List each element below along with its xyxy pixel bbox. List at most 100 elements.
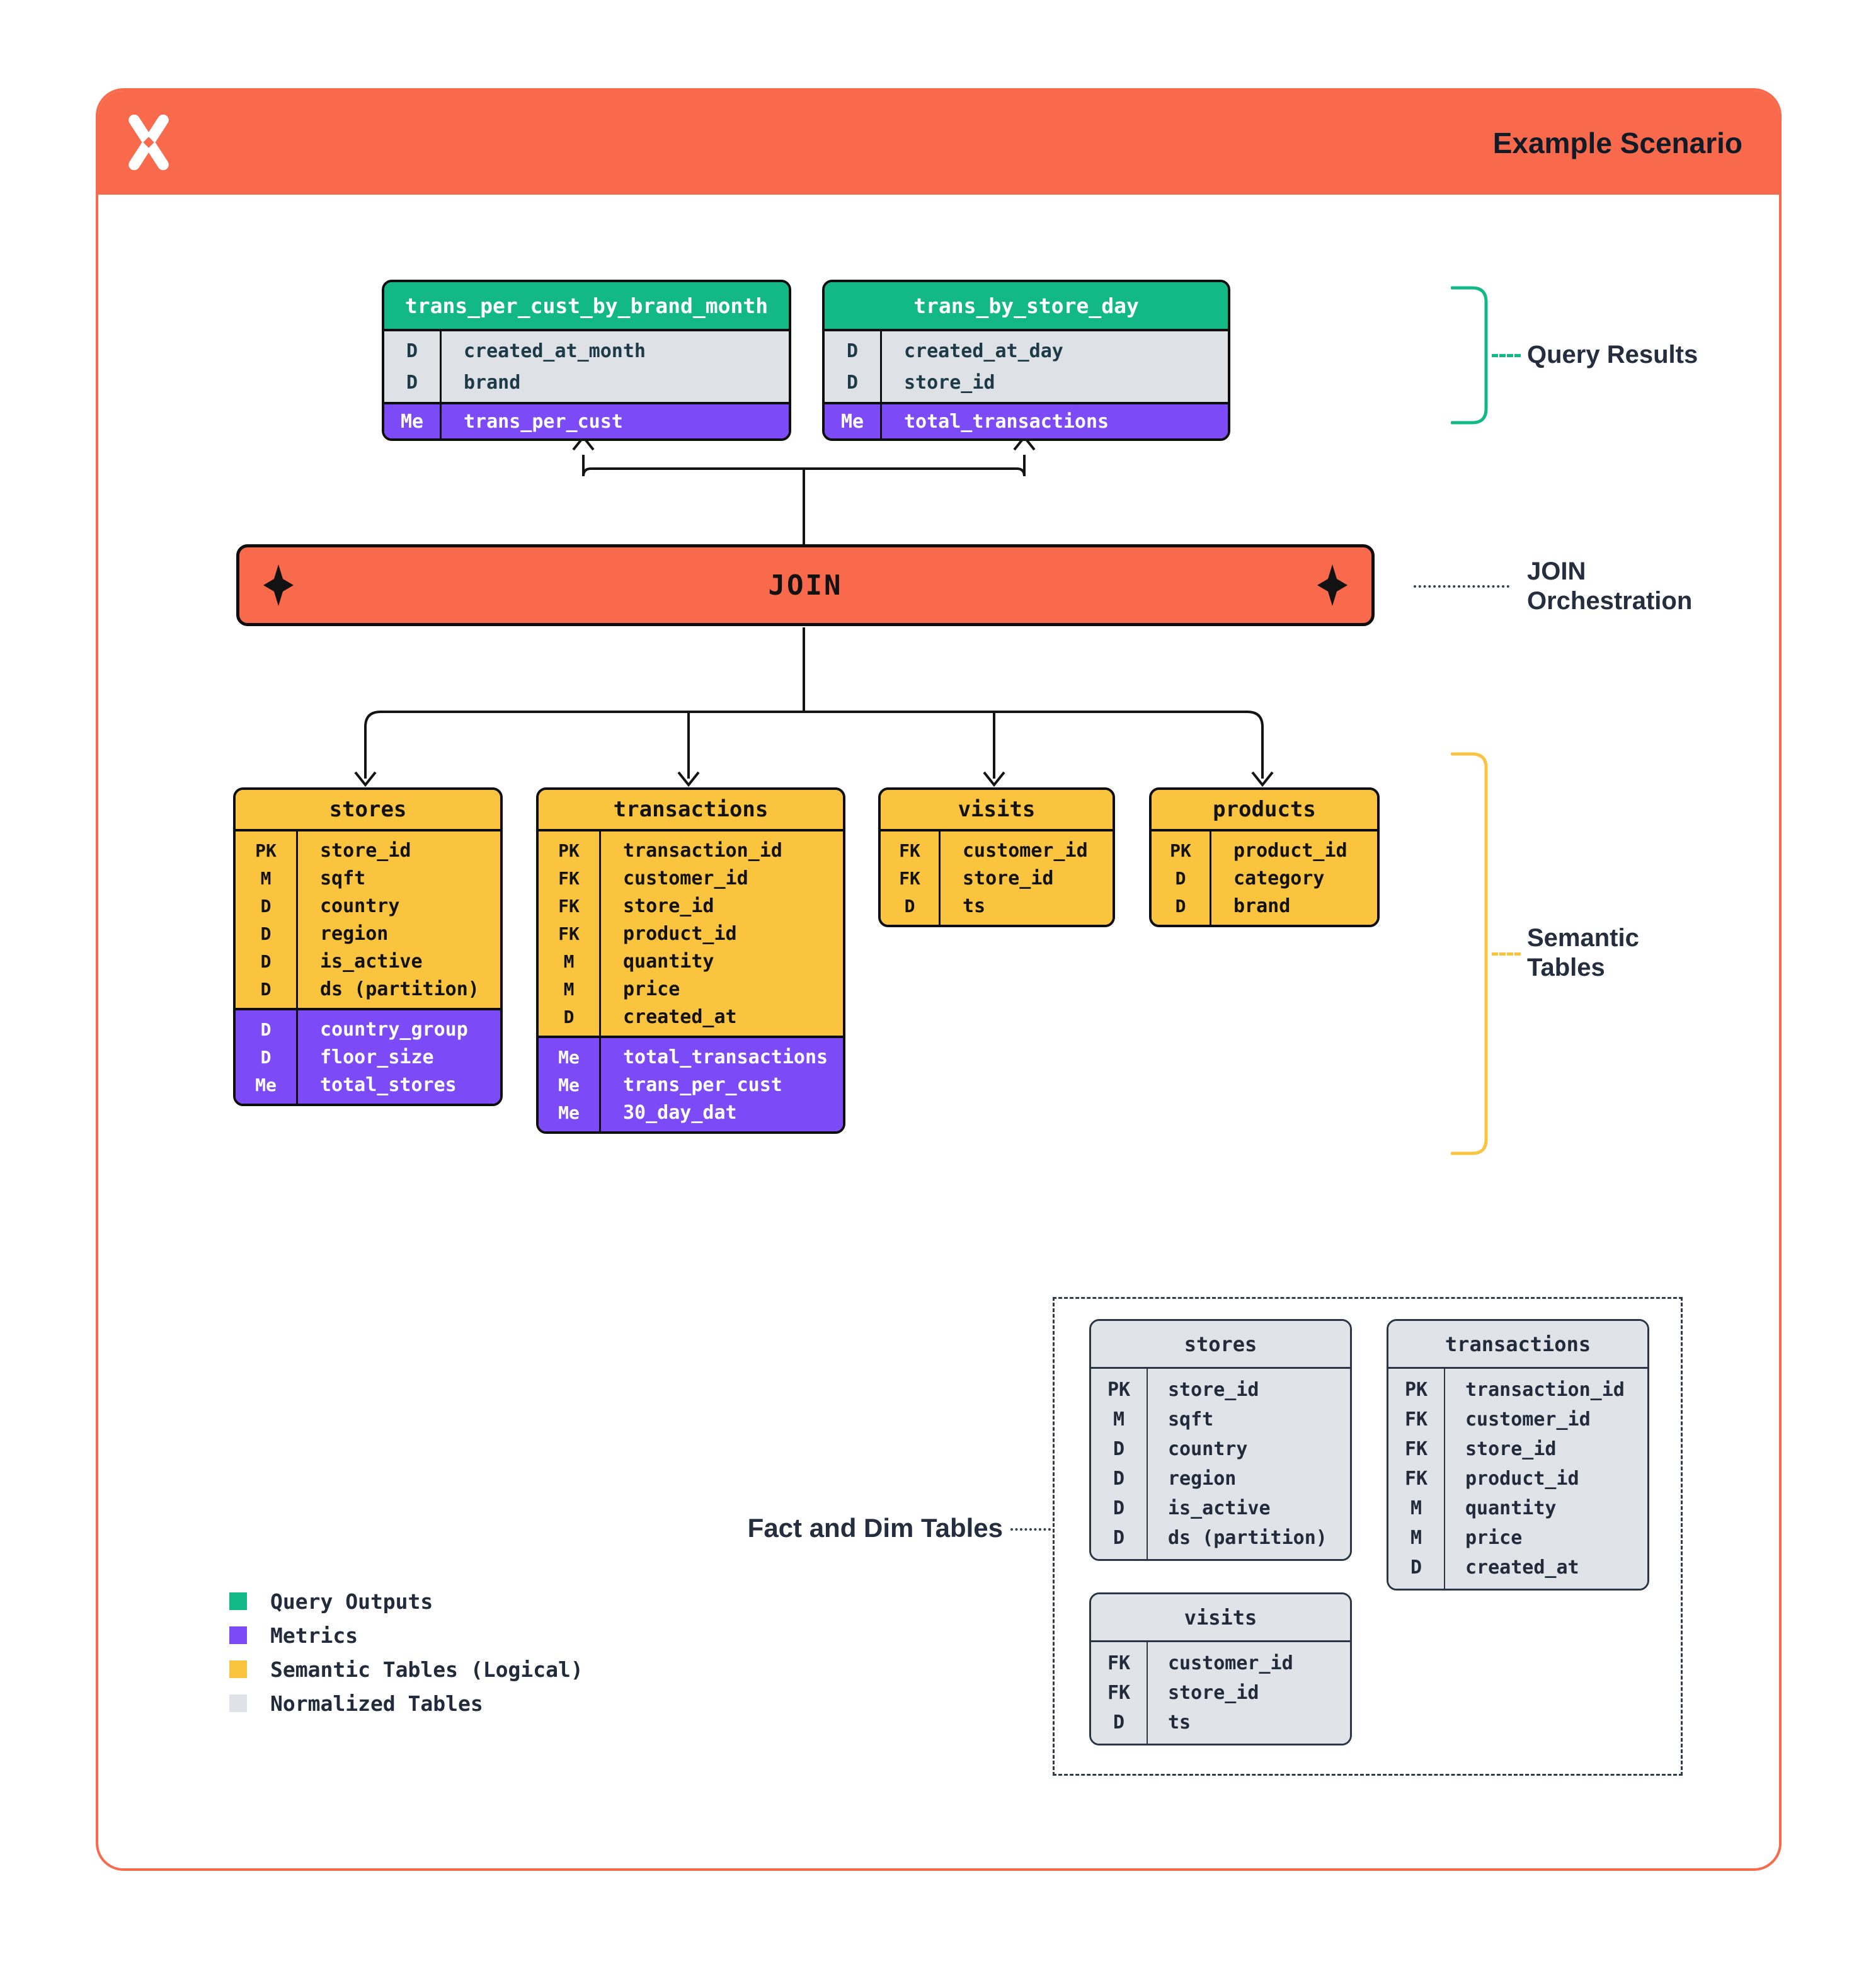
row-field: store_id bbox=[320, 839, 411, 862]
table-title: visits bbox=[881, 790, 1113, 831]
table-title: stores bbox=[1091, 1321, 1350, 1369]
row-key: PK bbox=[255, 840, 277, 861]
row-field: store_id bbox=[963, 867, 1054, 889]
row-field: product_id bbox=[623, 922, 737, 945]
row-field: country_group bbox=[320, 1018, 468, 1041]
row-field: trans_per_cust bbox=[464, 410, 623, 433]
card-header: Example Scenario bbox=[98, 91, 1779, 195]
row-key: D bbox=[260, 1046, 272, 1068]
row-field: product_id bbox=[1465, 1468, 1579, 1490]
row-field: created_at bbox=[1465, 1557, 1579, 1579]
row-field: 30_day_dat bbox=[623, 1101, 737, 1124]
fact-dim-label: Fact and Dim Tables bbox=[747, 1513, 1003, 1543]
table-title: trans_by_store_day bbox=[825, 282, 1228, 331]
row-field: region bbox=[320, 922, 389, 945]
row-key: Me bbox=[255, 1074, 277, 1095]
semantic-tables-bracket bbox=[1451, 752, 1488, 1155]
row-key: PK bbox=[1107, 1379, 1131, 1401]
row-key: D bbox=[1175, 895, 1186, 917]
row-field: product_id bbox=[1233, 839, 1347, 862]
brand-x-logo-icon bbox=[129, 115, 169, 170]
semantic-tables-line2: Tables bbox=[1527, 954, 1605, 981]
table-row: Me total_transactions bbox=[825, 406, 1228, 437]
join-label: JOIN bbox=[768, 569, 843, 602]
row-field: sqft bbox=[1168, 1408, 1214, 1431]
row-field: brand bbox=[1233, 894, 1291, 917]
row-field: created_at_month bbox=[464, 340, 646, 362]
legend-swatch-icon bbox=[229, 1660, 247, 1678]
row-key: PK bbox=[1404, 1379, 1428, 1401]
join-orchestration-line2: Orchestration bbox=[1527, 587, 1693, 615]
row-field: brand bbox=[464, 371, 521, 394]
legend-item: Query Outputs bbox=[229, 1584, 583, 1618]
join-orchestration-line1: JOIN bbox=[1527, 557, 1586, 585]
row-field: ts bbox=[1168, 1711, 1191, 1734]
row-field: is_active bbox=[1168, 1497, 1271, 1519]
row-key: FK bbox=[558, 867, 580, 889]
row-field: transaction_id bbox=[623, 839, 782, 862]
legend-label: Normalized Tables bbox=[270, 1691, 483, 1716]
semantic-tables-dash bbox=[1492, 952, 1521, 956]
row-key: D bbox=[406, 371, 418, 394]
row-key: FK bbox=[558, 895, 580, 917]
row-key: D bbox=[260, 895, 272, 917]
row-field: customer_id bbox=[623, 867, 748, 889]
legend-swatch-icon bbox=[229, 1694, 247, 1712]
table-row: PK transaction_id bbox=[1388, 1375, 1647, 1405]
row-key: D bbox=[904, 895, 915, 917]
row-key: Me bbox=[840, 410, 864, 433]
row-field: customer_id bbox=[1465, 1408, 1591, 1431]
legend-label: Metrics bbox=[270, 1623, 358, 1648]
row-field: price bbox=[623, 978, 680, 1000]
row-key: D bbox=[1113, 1711, 1125, 1734]
table-row: FK customer_id bbox=[539, 864, 843, 892]
row-key: M bbox=[563, 951, 575, 972]
row-field: store_id bbox=[1465, 1438, 1557, 1460]
legend-swatch-icon bbox=[229, 1592, 247, 1610]
row-field: store_id bbox=[1168, 1379, 1259, 1401]
sparkle-diamond-icon bbox=[1317, 564, 1347, 606]
table-row: FK product_id bbox=[1388, 1464, 1647, 1494]
row-key: D bbox=[846, 340, 859, 362]
row-key: D bbox=[406, 340, 418, 362]
row-key: D bbox=[1175, 867, 1186, 889]
row-key: Me bbox=[558, 1046, 580, 1068]
query-results-dash bbox=[1492, 354, 1521, 357]
row-field: total_transactions bbox=[904, 410, 1109, 433]
row-key: D bbox=[1410, 1557, 1422, 1579]
row-key: D bbox=[260, 1019, 272, 1040]
row-key: FK bbox=[1404, 1468, 1428, 1490]
fact-dim-dashed-box bbox=[1053, 1297, 1683, 1776]
row-field: transaction_id bbox=[1465, 1379, 1625, 1401]
row-field: ds (partition) bbox=[1168, 1527, 1327, 1549]
table-title: products bbox=[1152, 790, 1377, 831]
